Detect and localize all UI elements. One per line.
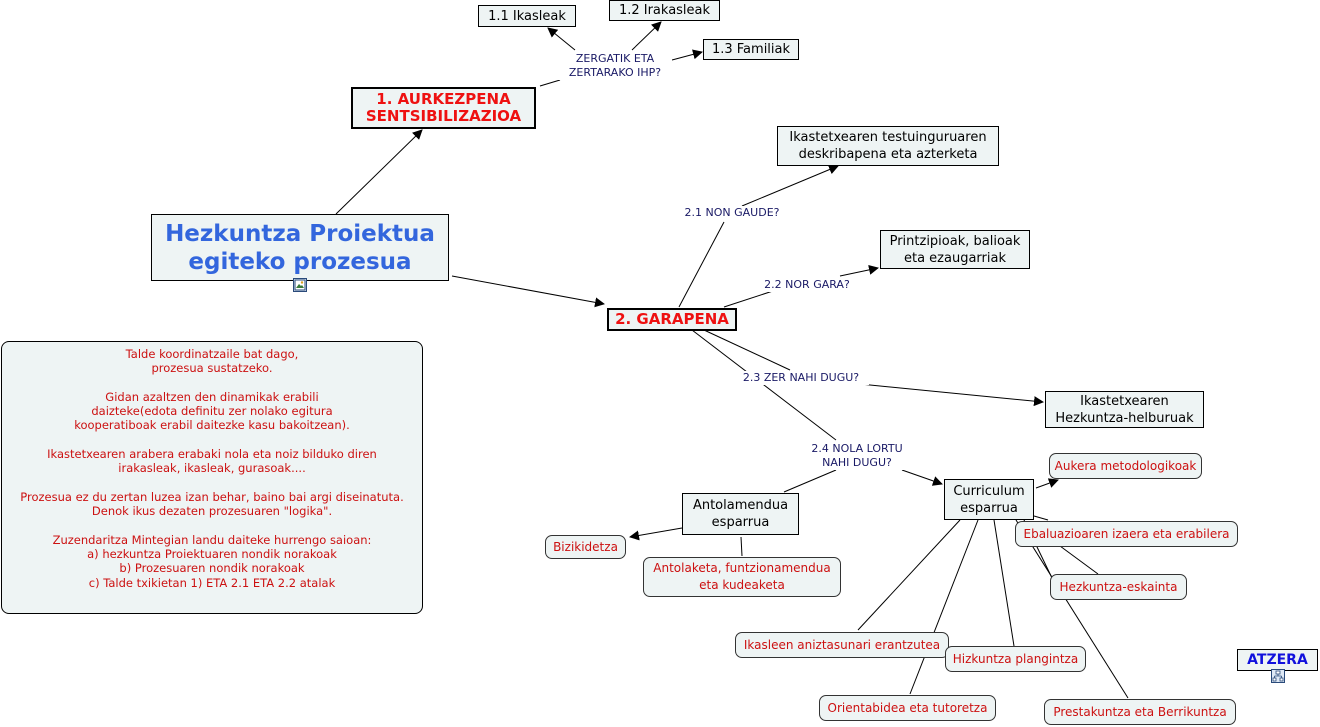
link-nolalortu-curriculum [901,469,943,486]
orientabidea-node[interactable]: Orientabidea eta tutoretza [819,695,996,721]
link-norgara-printzipioak [839,264,879,277]
garapena-node[interactable]: 2. GARAPENA [607,308,737,331]
aurkezpena-node[interactable]: 1. AURKEZPENA SENTSIBILIZAZIOA [351,87,536,129]
ikasleak-node[interactable]: 1.1 Ikasleak [478,5,576,27]
link-nolalortu-antolamendua [783,469,837,493]
antolamendua-node[interactable]: Antolamendua esparrua [682,493,799,535]
curriculum-node[interactable]: Curriculum esparrua [944,479,1034,520]
note-box: Talde koordinatzaile bat dago, prozesua … [1,341,423,614]
atzera-button[interactable]: ATZERA [1237,649,1318,671]
link-curriculum-aniztasuna [857,519,961,631]
main-title-node[interactable]: Hezkuntza Proiektua egiteko prozesua [151,214,449,281]
aukera-node[interactable]: Aukera metodologikoak [1049,453,1202,479]
link-garapena-nolalortu [691,329,837,441]
nola-lortu-label: 2.4 NOLA LORTU NAHI DUGU? [800,442,914,470]
link-antolamendua-antolaketa [740,536,743,557]
bizikidetza-node[interactable]: Bizikidetza [545,535,626,559]
ebaluazioa-node[interactable]: Ebaluazioaren izaera eta erabilera [1015,521,1238,547]
link-antolamendua-bizikidetza [629,527,683,541]
testuingurua-node[interactable]: Ikastetxearen testuinguruaren deskribape… [777,126,999,166]
antolaketa-node[interactable]: Antolaketa, funtzionamendua eta kudeaket… [643,557,841,597]
link-ebaluazioa-eskaintza [1059,545,1099,575]
familiak-node[interactable]: 1.3 Familiak [703,39,799,60]
link-main-garapena [451,275,605,308]
sitemap-icon[interactable] [1271,669,1285,683]
helburuak-node[interactable]: Ikastetxearen Hezkuntza-helburuak [1045,391,1204,428]
link-zergatik-irakasleak [631,21,662,51]
hizkuntza-node[interactable]: Hizkuntza plangintza [945,646,1086,672]
nor-gara-label: 2.2 NOR GARA? [756,278,858,292]
link-curriculum-prestakuntza [1015,519,1129,699]
aniztasuna-node[interactable]: Ikasleen aniztasunari erantzutea [735,632,949,658]
zer-nahi-label: 2.3 ZER NAHI DUGU? [733,371,869,385]
link-zergatik-familiak [671,49,703,61]
link-aurkezpena-zergatik [539,79,561,87]
prestakuntza-node[interactable]: Prestakuntza eta Berrikuntza [1044,699,1236,725]
link-zergatik-ikasleak [547,27,576,51]
link-curriculum-ebaluazioa [1033,515,1049,521]
non-gaude-label: 2.1 NON GAUDE? [676,206,788,220]
link-nongaude-testuingurua [741,164,839,207]
printzipioak-node[interactable]: Printzipioak, balioak eta ezaugarriak [880,230,1030,269]
image-icon[interactable] [293,278,307,292]
link-curriculum-aukera [1035,478,1059,489]
link-zernahi-helburuak [859,383,1044,407]
link-garapena-zernahi [703,329,791,371]
zergatik-label: ZERGATIK ETA ZERTARAKO IHP? [558,52,672,80]
link-curriculum-hizkuntza [993,519,1015,647]
eskaintza-node[interactable]: Hezkuntza-eskainta [1050,574,1187,600]
link-curriculum-orientabidea [909,519,979,695]
irakasleak-node[interactable]: 1.2 Irakasleak [609,0,720,21]
link-garapena-nongaude [678,221,725,308]
link-main-aurkezpena [335,129,423,215]
